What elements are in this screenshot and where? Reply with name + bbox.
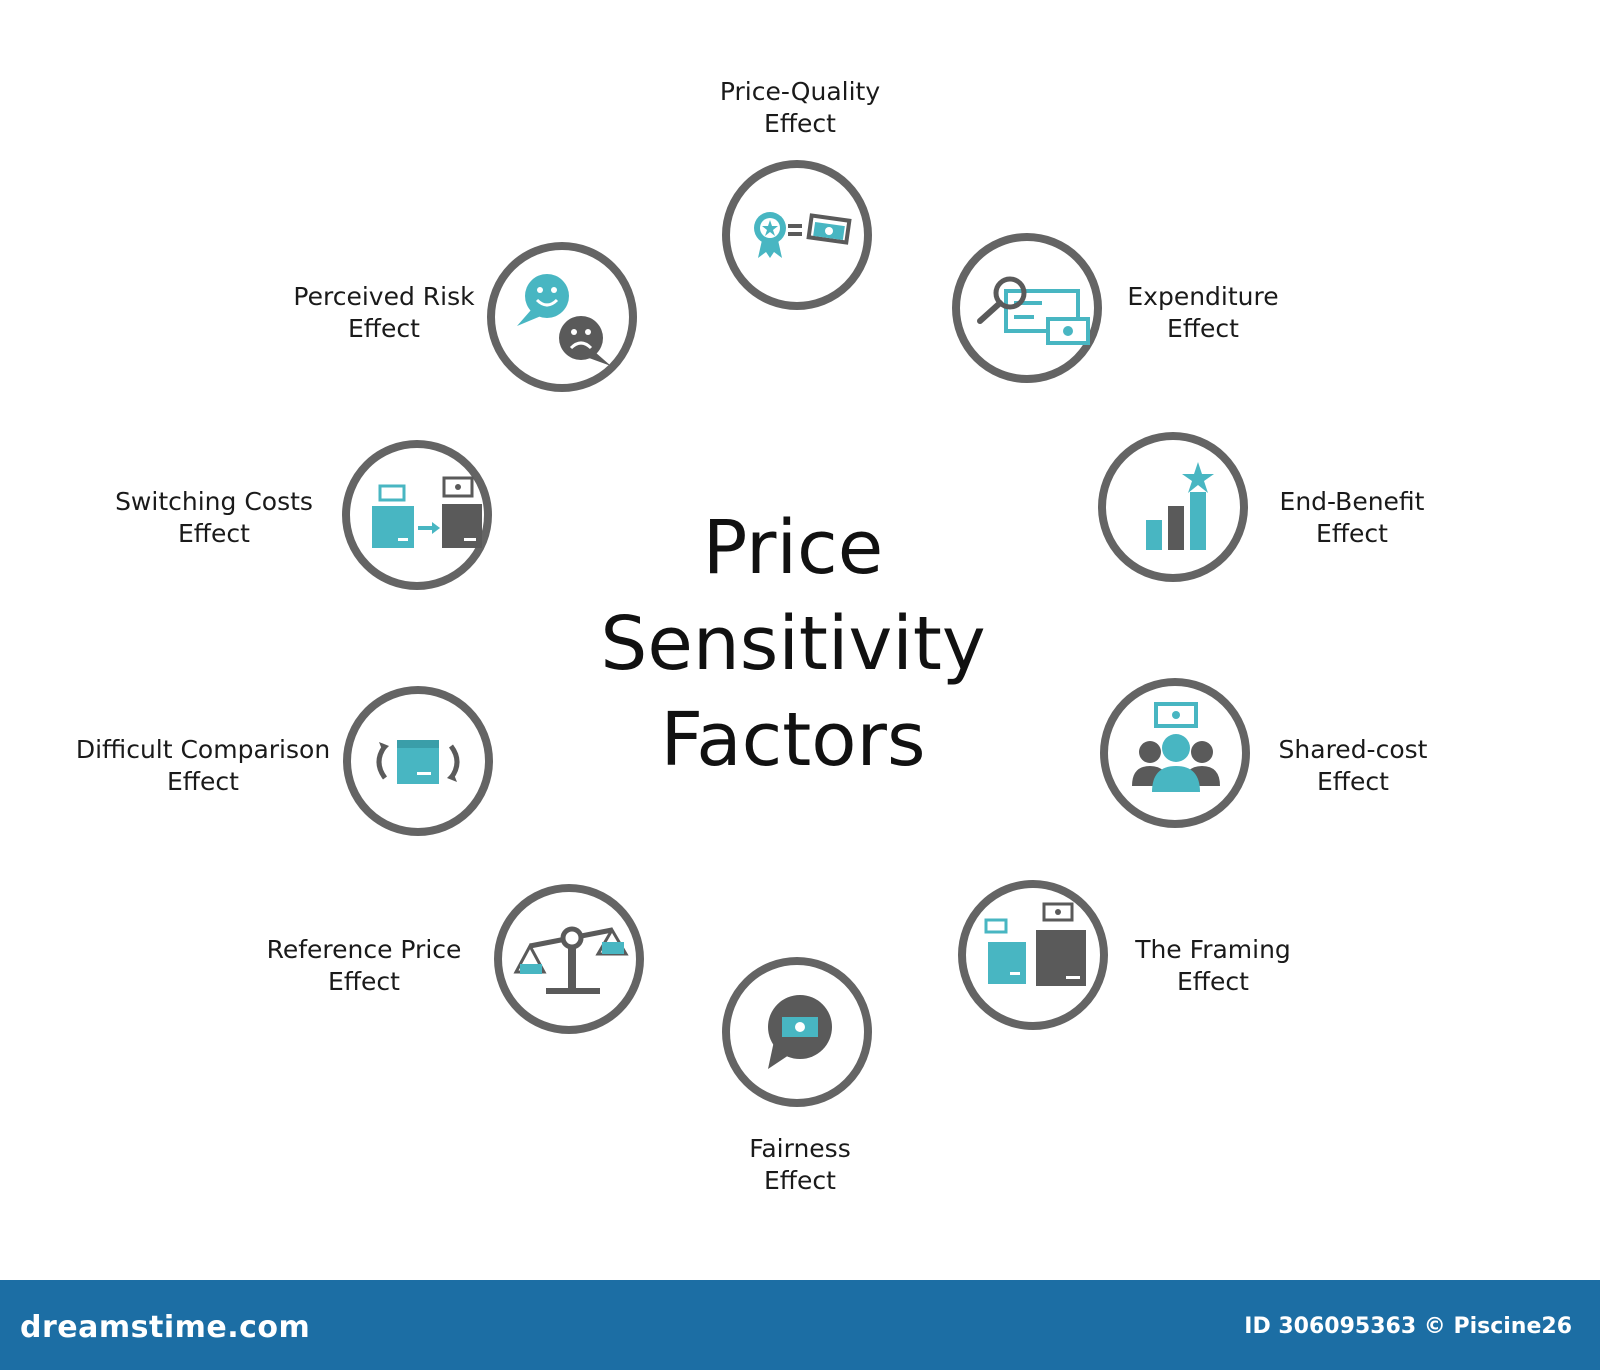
node-end-benefit <box>1098 432 1248 582</box>
title-line-1: Price <box>702 505 884 591</box>
label-the-framing: The Framing Effect <box>1135 935 1291 996</box>
node-price-quality <box>722 160 872 310</box>
node-reference-price <box>494 884 644 1034</box>
node-difficult-comparison <box>343 686 493 836</box>
node-perceived-risk <box>487 242 637 392</box>
group-money-icon <box>1132 702 1220 792</box>
footer-bar: dreamstime.com ID 306095363 © Piscine26 <box>0 1280 1600 1370</box>
label-reference-price: Reference Price Effect <box>266 935 462 996</box>
magnifier-bills-icon <box>977 276 1090 345</box>
happy-sad-faces-icon <box>517 274 611 366</box>
label-fairness: Fairness Effect <box>749 1134 851 1195</box>
label-price-quality: Price-Quality Effect <box>719 77 881 138</box>
node-switching-costs <box>342 440 492 590</box>
quality-award-equals-money-icon <box>754 212 852 258</box>
node-shared-cost <box>1100 678 1250 828</box>
image-credit: ID 306095363 © Piscine26 <box>1244 1314 1572 1339</box>
label-difficult-comparison: Difficult Comparison Effect <box>75 735 331 796</box>
node-fairness <box>722 957 872 1107</box>
balance-scale-icon <box>513 926 629 994</box>
box-arrows-icon <box>376 740 460 784</box>
bar-chart-star-icon <box>1146 462 1214 550</box>
brand-logo: dreamstime.com <box>20 1310 311 1345</box>
node-expenditure <box>952 233 1102 383</box>
label-expenditure: Expenditure Effect <box>1127 282 1279 343</box>
title-line-2: Sensitivity <box>600 601 986 687</box>
label-switching-costs: Switching Costs Effect <box>115 487 313 548</box>
diagram-title: Price Sensitivity Factors <box>600 500 985 788</box>
label-end-benefit: End-Benefit Effect <box>1279 487 1425 548</box>
label-perceived-risk: Perceived Risk Effect <box>293 282 475 343</box>
node-the-framing <box>958 880 1108 1030</box>
label-shared-cost: Shared-cost Effect <box>1278 735 1428 796</box>
title-line-3: Factors <box>660 697 926 783</box>
speech-bubble-money-icon <box>768 995 832 1069</box>
box-switch-icon <box>372 476 482 548</box>
boxes-price-icon <box>984 902 1086 986</box>
